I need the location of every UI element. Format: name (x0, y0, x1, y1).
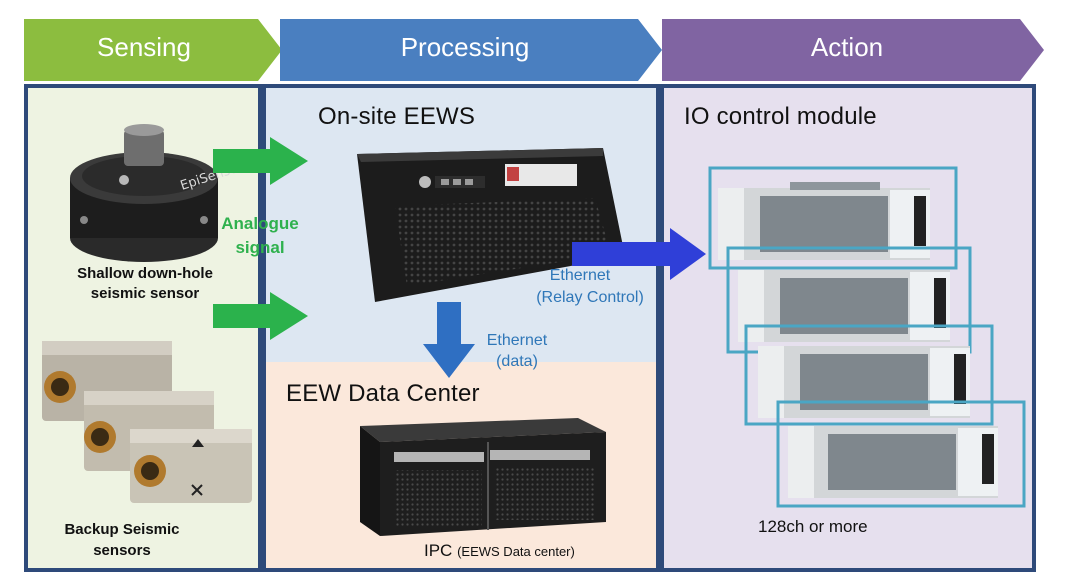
processing-chevron (280, 19, 662, 81)
ipc-label-sub: (EEWS Data center) (457, 544, 575, 559)
stage-header-bar (24, 19, 1044, 81)
channels-label: 128ch or more (758, 517, 868, 536)
backup-sensors-image (42, 341, 252, 503)
analogue-signal-label-line2: signal (235, 238, 285, 257)
action-chevron (662, 19, 1044, 81)
sensor1-caption-line1: Shallow down-hole (77, 265, 213, 282)
sensor2-caption-line2: sensors (93, 542, 151, 559)
onsite-eews-server-image (357, 148, 625, 302)
io-module-2 (726, 246, 972, 354)
io-modules-image (708, 166, 1026, 508)
ipc-server-image (360, 418, 606, 536)
sensing-chevron (24, 19, 282, 81)
analogue-signal-label-line1: Analogue (221, 214, 299, 233)
ipc-label: IPC (EEWS Data center) (424, 541, 575, 561)
io-control-module-title: IO control module (684, 103, 877, 130)
onsite-eews-title: On-site EEWS (318, 103, 476, 130)
ethernet-data-label-line2: (data) (496, 353, 538, 370)
io-module-1 (708, 166, 958, 270)
analogue-arrow-bottom (213, 292, 308, 340)
ethernet-relay-label-line1: Ethernet (549, 267, 611, 284)
ethernet-data-arrow (423, 302, 475, 378)
ethernet-relay-arrow (572, 228, 706, 280)
processing-heading: Processing (400, 32, 530, 62)
action-heading: Action (810, 32, 884, 62)
sensor2-caption-line1: Backup Seismic (64, 521, 180, 538)
ipc-label-main: IPC (424, 541, 453, 560)
ethernet-relay-label-line2: (Relay Control) (536, 289, 644, 306)
ethernet-data-label-line1: Ethernet (486, 332, 548, 349)
analogue-arrow-top (213, 137, 308, 185)
episensor-image: EpiSensor (70, 124, 244, 262)
sensor1-caption-line2: seismic sensor (90, 285, 200, 302)
io-module-4 (776, 400, 1026, 508)
sensing-heading: Sensing (97, 32, 191, 62)
eew-data-center-title: EEW Data Center (286, 380, 480, 407)
